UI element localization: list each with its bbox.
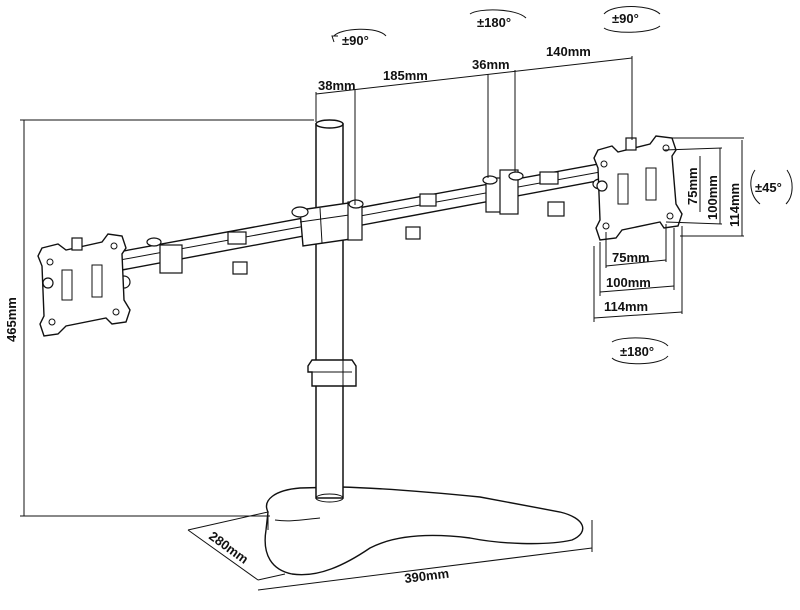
arm-joints	[117, 169, 608, 289]
rotate-label: ±180°	[620, 344, 654, 359]
stand-pole	[307, 119, 357, 503]
base-width-label: 390mm	[404, 566, 450, 586]
swivel-right-label: ±90°	[612, 11, 639, 26]
vesa-v-100-label: 100mm	[705, 175, 720, 220]
vesa-v-75-label: 75mm	[685, 167, 700, 205]
dimension-lines	[20, 56, 744, 591]
height-label: 465mm	[4, 297, 19, 342]
left-knob	[71, 237, 83, 251]
right-vesa-plate	[593, 135, 683, 241]
pole-diameter-label: 38mm	[318, 78, 356, 93]
left-vesa-plate	[37, 233, 131, 337]
arm-pivot-label: ±180°	[477, 15, 511, 30]
dual-arm	[117, 159, 625, 289]
rotate-arrow-icon	[603, 6, 661, 15]
vesa-v-114-label: 114mm	[727, 183, 742, 227]
rotation-labels: ±90° ±180° ±90° ±45° ±180°	[342, 11, 782, 359]
arm-segment-1-label: 185mm	[383, 68, 428, 83]
rotate-arrow-icon	[469, 9, 527, 19]
rotate-arrow-icon	[333, 28, 387, 37]
swivel-left-label: ±90°	[342, 33, 369, 48]
stand-base	[264, 486, 584, 576]
rotation-arrows	[331, 6, 793, 365]
vesa-h-114-label: 114mm	[604, 299, 648, 314]
cable-clip	[307, 359, 357, 387]
tilt-label: ±45°	[755, 180, 782, 195]
rotate-arrow-icon	[750, 169, 761, 205]
arm-segment-2-label: 36mm	[472, 57, 510, 72]
vesa-h-75-label: 75mm	[612, 250, 650, 265]
right-knob	[625, 137, 637, 151]
rotate-arrow-icon	[611, 337, 669, 347]
arm-segment-3-label: 140mm	[546, 44, 591, 59]
vesa-h-100-label: 100mm	[606, 275, 651, 290]
